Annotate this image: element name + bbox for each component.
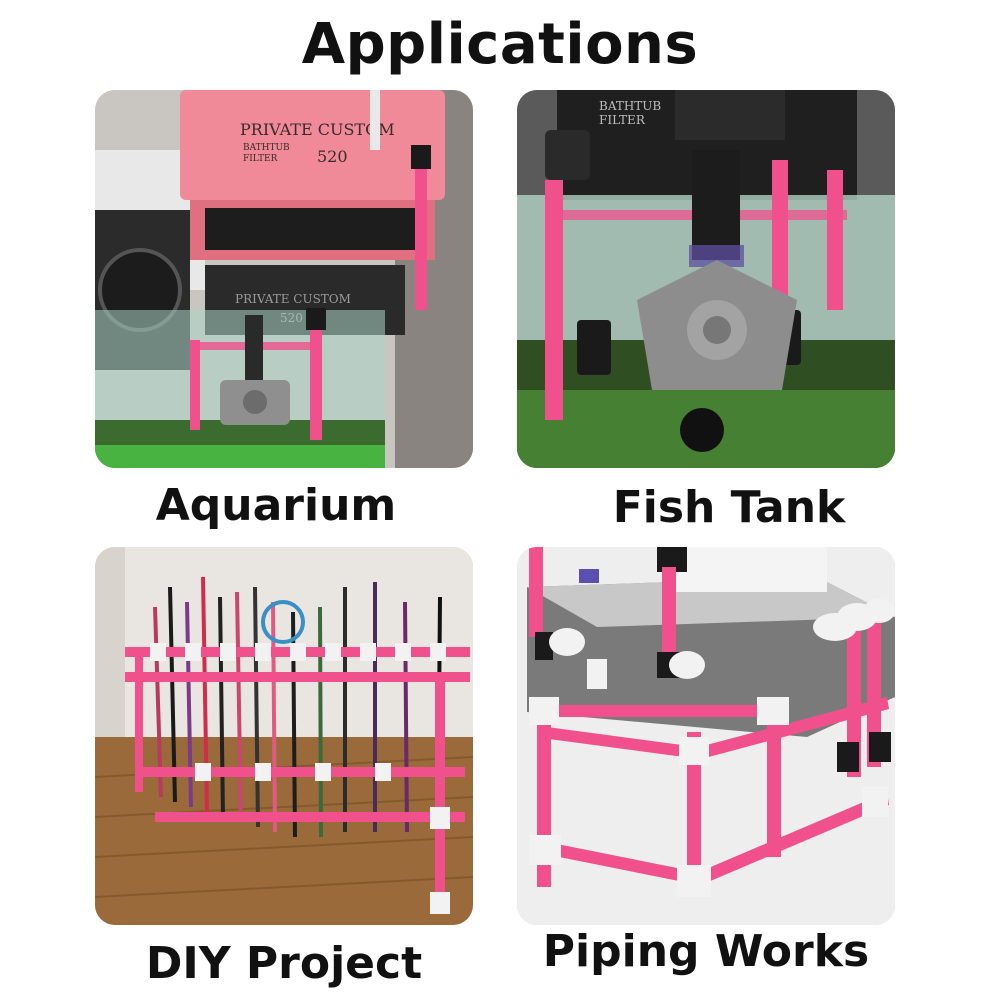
filter-label: BATHTUB [599, 99, 661, 113]
aquarium-photo: PRIVATE CUSTOM BATHTUB FILTER 520 PRIVAT… [95, 90, 473, 468]
crate-label: PRIVATE CUSTOM [240, 120, 395, 139]
crate-sublabel-2: FILTER [243, 154, 278, 164]
lower-box-label: PRIVATE CUSTOM [235, 292, 351, 306]
crate-sublabel: BATHTUB [243, 143, 290, 153]
fish-tank-caption: Fish Tank [612, 482, 846, 533]
diy-project-photo [95, 547, 473, 925]
fish-tank-photo: BATHTUB FILTER [517, 90, 895, 468]
aquarium-caption: Aquarium [155, 480, 397, 531]
piping-works-caption: Piping Works [542, 926, 870, 977]
piping-works-photo [517, 547, 895, 925]
filter-sublabel: FILTER [599, 113, 646, 127]
page-title: Applications [301, 12, 699, 77]
diy-project-caption: DIY Project [145, 938, 423, 989]
crate-number: 520 [317, 147, 348, 166]
